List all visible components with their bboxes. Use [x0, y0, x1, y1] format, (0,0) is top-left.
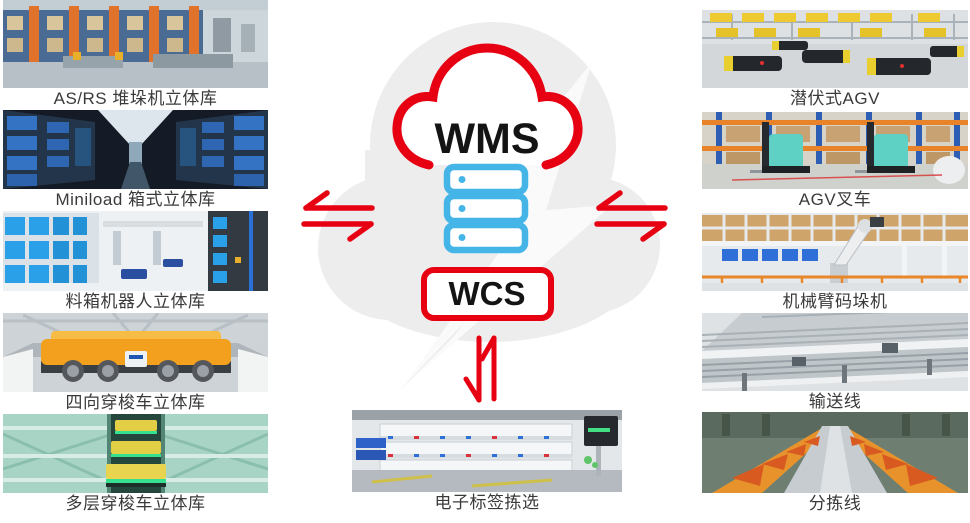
label-sorting-line: 分拣线	[808, 494, 862, 513]
label-conveyor-line: 输送线	[808, 392, 862, 411]
vertical-arrows-icon	[463, 335, 497, 403]
wcs-label: WCS	[449, 275, 526, 312]
wms-label: WMS	[434, 115, 539, 163]
photo-asrs-stacker-warehouse	[3, 0, 268, 88]
server-stack-icon	[443, 163, 529, 254]
lightning-bolt-watermark	[398, 62, 612, 392]
label-agv-forklift: AGV叉车	[798, 190, 872, 209]
label-miniload: Miniload 箱式立体库	[55, 190, 216, 209]
photo-bin-robot-warehouse	[3, 211, 268, 291]
exchange-arrows-left-icon	[301, 190, 375, 242]
photo-conveyor-line	[702, 313, 968, 391]
photo-miniload-warehouse	[3, 110, 268, 189]
label-palletizer: 机械臂码垛机	[782, 292, 888, 311]
photo-electronic-label-picking	[352, 410, 622, 492]
label-bin-robot: 料箱机器人立体库	[65, 292, 206, 311]
label-four-way-shuttle: 四向穿梭车立体库	[65, 393, 206, 412]
label-asrs-stacker: AS/RS 堆垛机立体库	[53, 89, 218, 108]
label-multi-layer-shuttle: 多层穿梭车立体库	[65, 494, 206, 513]
exchange-arrows-right-icon	[594, 190, 668, 242]
wms-cloud-icon: WMS	[392, 43, 583, 170]
photo-four-way-shuttle	[3, 313, 268, 392]
photo-agv-forklift	[702, 112, 968, 189]
photo-sorting-line	[702, 412, 968, 493]
label-electronic-label-picking: 电子标签拣选	[434, 493, 540, 512]
photo-multi-layer-shuttle	[3, 414, 268, 493]
cloud-background-shape	[318, 22, 660, 342]
label-latent-agv: 潜伏式AGV	[790, 89, 880, 108]
photo-latent-agv	[702, 10, 968, 88]
wcs-box: WCS	[421, 267, 554, 321]
photo-robotic-palletizer	[702, 213, 968, 291]
